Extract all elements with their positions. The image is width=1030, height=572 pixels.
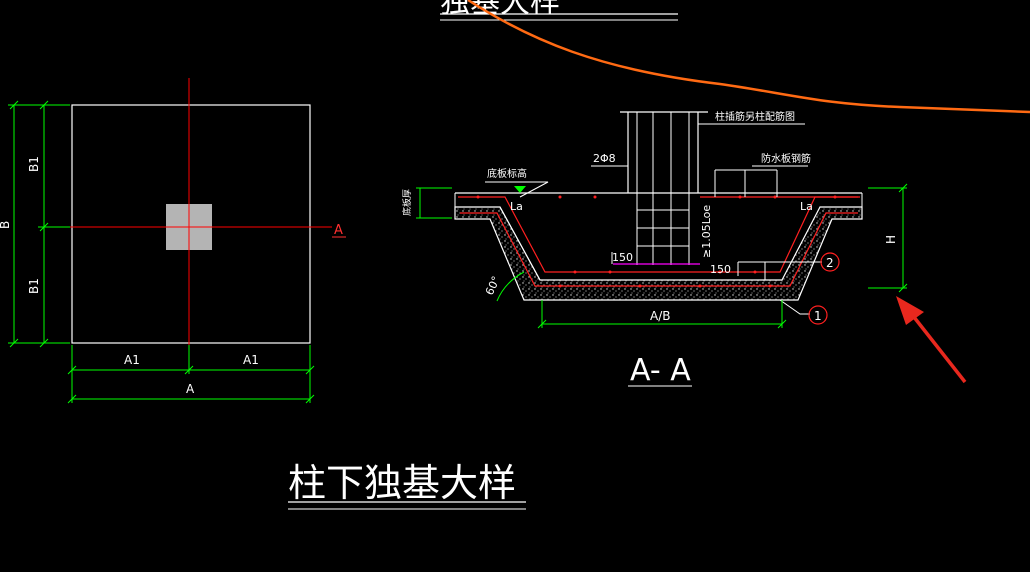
- orange-annotation-curve: [467, 0, 1030, 114]
- label-slab-thickness: 底板厚: [401, 189, 413, 216]
- dim-b1-top: B1: [27, 156, 41, 172]
- label-angle: 60°: [483, 274, 503, 297]
- angle-arc: [496, 271, 525, 302]
- footing-outline: [71, 104, 311, 344]
- callout-2-circle: [820, 252, 840, 272]
- leader-lines: [485, 123, 822, 315]
- arrow-head: [896, 296, 924, 325]
- column-rebars: [636, 112, 690, 265]
- elevation-marker: [514, 186, 526, 193]
- column-elevation: [620, 111, 708, 193]
- label-la-right: La: [800, 200, 813, 213]
- dim-b1-bottom: B1: [27, 278, 41, 294]
- red-arrow: [896, 296, 967, 384]
- section-mark-a: A: [334, 223, 343, 238]
- rebar-lines: [458, 196, 860, 287]
- plan-view: A B1 B1 B: [0, 78, 346, 404]
- dim-b: B: [0, 221, 12, 229]
- horizontal-dimensions: [67, 345, 315, 404]
- label-base-elevation: 底板标高: [487, 167, 527, 180]
- pit-bottom-line: [499, 206, 541, 281]
- top-title-group: 独基大样: [440, 0, 678, 21]
- label-ab: A/B: [650, 309, 670, 323]
- h-dimension: [868, 183, 908, 293]
- callout-2-text: 2: [826, 256, 834, 270]
- main-title: 柱下独基大样: [288, 461, 516, 505]
- callout-1-text: 1: [814, 309, 822, 323]
- callout-1-circle: [808, 305, 828, 325]
- section-title: A- A: [630, 353, 691, 388]
- label-rebar-count: 2Φ8: [593, 152, 616, 165]
- label-column-rebar: 柱插筋另柱配筋图: [715, 110, 795, 123]
- label-150-left: 150: [612, 251, 633, 264]
- label-150-right: 150: [710, 263, 731, 276]
- rebar-dots: [476, 195, 837, 288]
- label-waterproof-rebar: 防水板钢筋: [761, 152, 811, 165]
- label-la-left: La: [510, 200, 523, 213]
- dim-a: A: [186, 382, 195, 396]
- dim-a1-right: A1: [243, 353, 259, 367]
- arrow-shaft: [908, 310, 967, 384]
- ab-dimension: [537, 300, 787, 329]
- label-anchor: ≥1.05Loe: [700, 205, 713, 258]
- label-h: H: [884, 235, 898, 244]
- main-title-group: 柱下独基大样: [288, 461, 526, 510]
- vertical-dimensions: [8, 100, 70, 348]
- top-title-text: 独基大样: [440, 0, 560, 20]
- dim-a1-left: A1: [124, 353, 140, 367]
- section-view: 柱插筋另柱配筋图 2Φ8 底板标高 防水板钢筋 底板厚 La La ≥1.05L…: [401, 110, 908, 388]
- slab-thickness-dims: [416, 187, 452, 219]
